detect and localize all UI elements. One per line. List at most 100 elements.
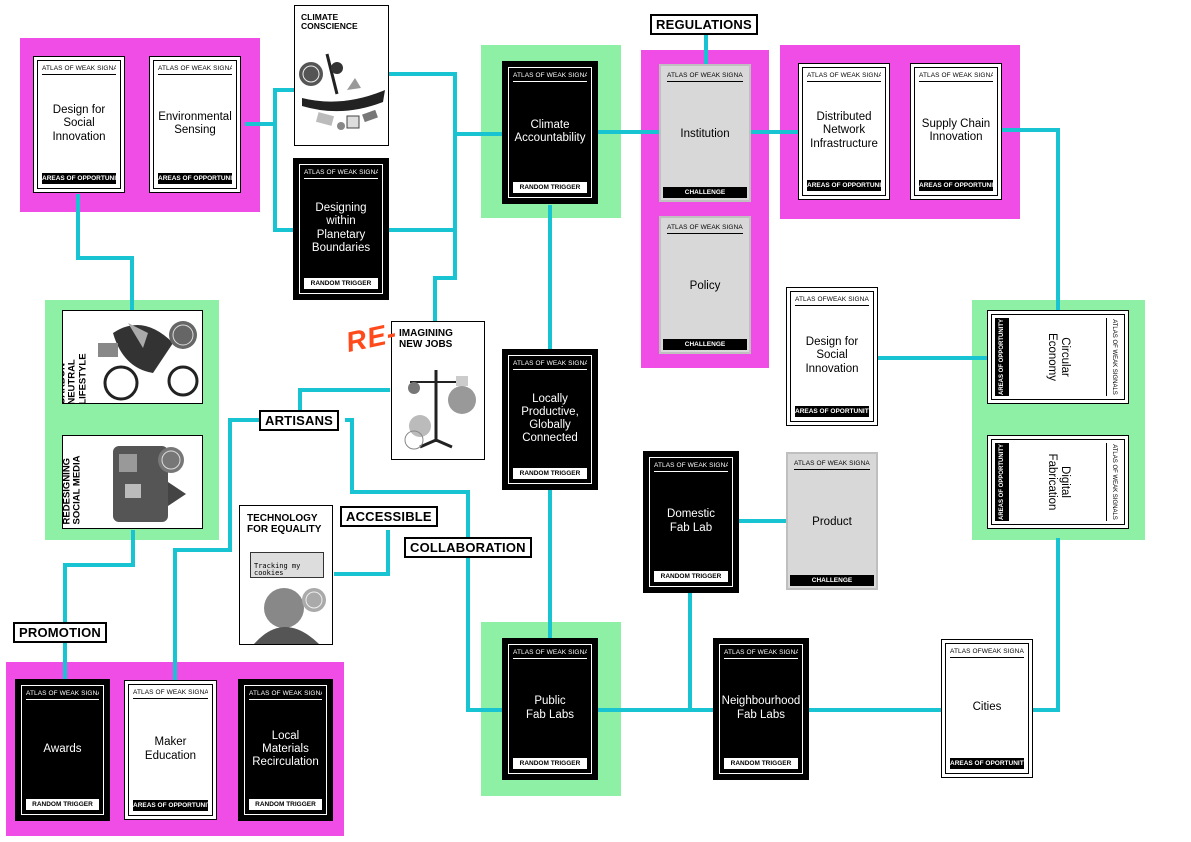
- card-title: Environmental Sensing: [158, 110, 232, 136]
- card-title: Public Fab Labs: [526, 695, 574, 721]
- card-header: ATLAS OF WEAK SIGNALS: [807, 68, 881, 82]
- tag-artisans: ARTISANS: [259, 410, 340, 431]
- card-header: ATLAS OFWEAK SIGNALS: [950, 644, 1024, 658]
- card-title: IMAGINING NEW JOBS: [399, 328, 453, 350]
- card-title: Digital Fabrication: [1045, 453, 1071, 511]
- connector: [76, 194, 134, 312]
- card-awards[interactable]: ATLAS OF WEAK SIGNALS Awards RANDOM TRIG…: [15, 679, 110, 821]
- connector: [173, 388, 390, 682]
- card-title: CLIMATE CONSCIENCE: [301, 12, 358, 32]
- connector: [334, 530, 390, 576]
- card-redesigning-social-media[interactable]: REDESIGNING SOCIAL MEDIA: [62, 435, 203, 529]
- card-header: ATLAS OF WEAK SIGNALS: [42, 61, 116, 75]
- card-title: Institution: [680, 127, 730, 140]
- person-illustration: [254, 588, 326, 644]
- kayak-illustration: [299, 53, 385, 130]
- card-header: ATLAS OF WEAK SIGNALS: [513, 356, 587, 370]
- card-footer: AREAS OF OPORTUNITY: [795, 406, 869, 417]
- connector: [388, 72, 505, 136]
- connector: [245, 122, 298, 232]
- tracking-dialog: Tracking my cookies: [250, 552, 324, 578]
- card-title: Product: [812, 515, 852, 528]
- card-header: ATLAS OF WEAK SIGNALS: [919, 68, 993, 82]
- card-public-fab-labs[interactable]: ATLAS OF WEAK SIGNALS Public Fab Labs RA…: [502, 638, 598, 780]
- card-title: Climate Accountability: [514, 118, 586, 144]
- card-planetary-boundaries[interactable]: ATLAS OF WEAK SIGNALS Designing within P…: [293, 158, 389, 300]
- card-neighbourhood-fab-labs[interactable]: ATLAS OF WEAK SIGNALS Neighbourhood Fab …: [713, 638, 809, 780]
- card-circular-economy[interactable]: AREAS OF OPPORTUNITY Circular Economy AT…: [987, 310, 1129, 404]
- card-climate-accountability[interactable]: ATLAS OF WEAK SIGNALS Climate Accountabi…: [502, 61, 598, 204]
- card-footer: CHALLENGE: [663, 339, 747, 350]
- card-cities[interactable]: ATLAS OFWEAK SIGNALS Cities AREAS OF OPO…: [941, 639, 1033, 778]
- card-footer: RANDOM TRIGGER: [513, 758, 587, 769]
- card-title: Supply Chain Innovation: [921, 117, 991, 143]
- card-supply-chain[interactable]: ATLAS OF WEAK SIGNALS Supply Chain Innov…: [910, 63, 1002, 200]
- card-locally-productive[interactable]: ATLAS OF WEAK SIGNALS Locally Productive…: [502, 349, 598, 490]
- card-policy[interactable]: ATLAS OF WEAK SIGNALS Policy CHALLENGE: [659, 216, 751, 354]
- card-digital-fabrication[interactable]: AREAS OF OPPORTUNITY Digital Fabrication…: [987, 435, 1129, 529]
- card-title: Cities: [972, 701, 1002, 714]
- tag-collaboration: COLLABORATION: [404, 537, 532, 558]
- connector: [1030, 538, 1060, 712]
- card-header: ATLAS OF WEAK SIGNALS: [513, 645, 587, 659]
- card-design-social-innovation-2[interactable]: ATLAS OFWEAK SIGNALS Design for Social I…: [786, 287, 878, 426]
- card-maker-education[interactable]: ATLAS OF WEAK SIGNALS Maker Education AR…: [124, 680, 217, 820]
- card-title: Locally Productive, Globally Connected: [521, 392, 579, 445]
- tracking-text: Tracking my cookies: [254, 561, 301, 578]
- card-technology-for-equality[interactable]: TECHNOLOGY FOR EQUALITY Tracking my cook…: [239, 505, 333, 645]
- card-domestic-fab-lab[interactable]: ATLAS OF WEAK SIGNALS Domestic Fab Lab R…: [643, 451, 739, 593]
- card-footer: CHALLENGE: [663, 187, 747, 198]
- connector: [388, 228, 457, 322]
- card-title: TECHNOLOGY FOR EQUALITY: [247, 513, 322, 535]
- card-header: ATLAS OF WEAK SIGNALS: [133, 685, 208, 699]
- card-title: Local Materials Recirculation: [252, 729, 319, 769]
- card-product[interactable]: ATLAS OF WEAK SIGNALS Product CHALLENGE: [786, 452, 878, 590]
- card-footer: AREAS OF OPPORTUNITY: [919, 180, 993, 191]
- card-climate-conscience[interactable]: CLIMATE CONSCIENCE: [294, 5, 389, 146]
- card-design-social-innovation[interactable]: ATLAS OF WEAK SIGNALS Design for Social …: [33, 56, 125, 193]
- lab-equipment-illustration: [404, 370, 476, 450]
- card-title: Neighbourhood Fab Labs: [721, 695, 801, 721]
- card-title-rotated: CARBON NEUTRAL LIFESTYLE: [62, 353, 89, 404]
- card-footer: AREAS OF OPPORTUNITY: [133, 800, 208, 811]
- card-header: ATLAS OF WEAK SIGNALS: [794, 456, 870, 470]
- card-footer: RANDOM TRIGGER: [654, 571, 728, 582]
- card-header-rotated: ATLAS OF WEAK SIGNALS: [1106, 318, 1121, 396]
- card-title: Domestic Fab Lab: [667, 508, 715, 534]
- card-local-materials[interactable]: ATLAS OF WEAK SIGNALS Local Materials Re…: [238, 679, 333, 821]
- card-distributed-network[interactable]: ATLAS OF WEAK SIGNALS Distributed Networ…: [798, 63, 890, 200]
- tag-accessible: ACCESSIBLE: [340, 506, 438, 527]
- card-reimagining-new-jobs[interactable]: IMAGINING NEW JOBS: [391, 321, 485, 460]
- card-footer: RANDOM TRIGGER: [513, 182, 587, 193]
- card-header: ATLAS OFWEAK SIGNALS: [795, 292, 869, 306]
- cyclist-illustration: [98, 321, 199, 401]
- card-footer: CHALLENGE: [790, 575, 874, 586]
- card-title: Awards: [43, 742, 82, 755]
- card-title: Design for Social Innovation: [805, 336, 859, 375]
- card-footer: AREAS OF OPPORTUNITY: [158, 173, 232, 184]
- card-header: ATLAS OF WEAK SIGNALS: [667, 68, 743, 82]
- tag-regulations: REGULATIONS: [650, 14, 758, 35]
- card-title: Circular Economy: [1045, 333, 1071, 381]
- card-title: Maker Education: [144, 736, 197, 762]
- card-header: ATLAS OF WEAK SIGNALS: [26, 686, 99, 700]
- card-header: ATLAS OF WEAK SIGNALS: [513, 68, 587, 82]
- card-title: Designing within Planetary Boundaries: [311, 202, 371, 254]
- card-footer: AREAS OF OPPORTUNITY: [807, 180, 881, 191]
- card-footer: RANDOM TRIGGER: [513, 468, 587, 479]
- card-carbon-neutral-lifestyle[interactable]: CARBON NEUTRAL LIFESTYLE: [62, 310, 203, 404]
- social-media-illustration: [113, 446, 186, 522]
- tag-promotion: PROMOTION: [13, 622, 107, 643]
- card-footer: RANDOM TRIGGER: [304, 278, 378, 289]
- card-header: ATLAS OF WEAK SIGNALS: [654, 458, 728, 472]
- connector: [63, 530, 135, 647]
- card-title-rotated: REDESIGNING SOCIAL MEDIA: [62, 455, 83, 525]
- connector: [273, 88, 298, 124]
- card-header: ATLAS OF WEAK SIGNALS: [304, 165, 378, 179]
- card-environmental-sensing[interactable]: ATLAS OF WEAK SIGNALS Environmental Sens…: [149, 56, 241, 193]
- card-footer: RANDOM TRIGGER: [724, 758, 798, 769]
- card-footer-rotated: AREAS OF OPPORTUNITY: [995, 443, 1009, 521]
- card-institution[interactable]: ATLAS OF WEAK SIGNALS Institution CHALLE…: [659, 64, 751, 202]
- card-footer: RANDOM TRIGGER: [26, 799, 99, 810]
